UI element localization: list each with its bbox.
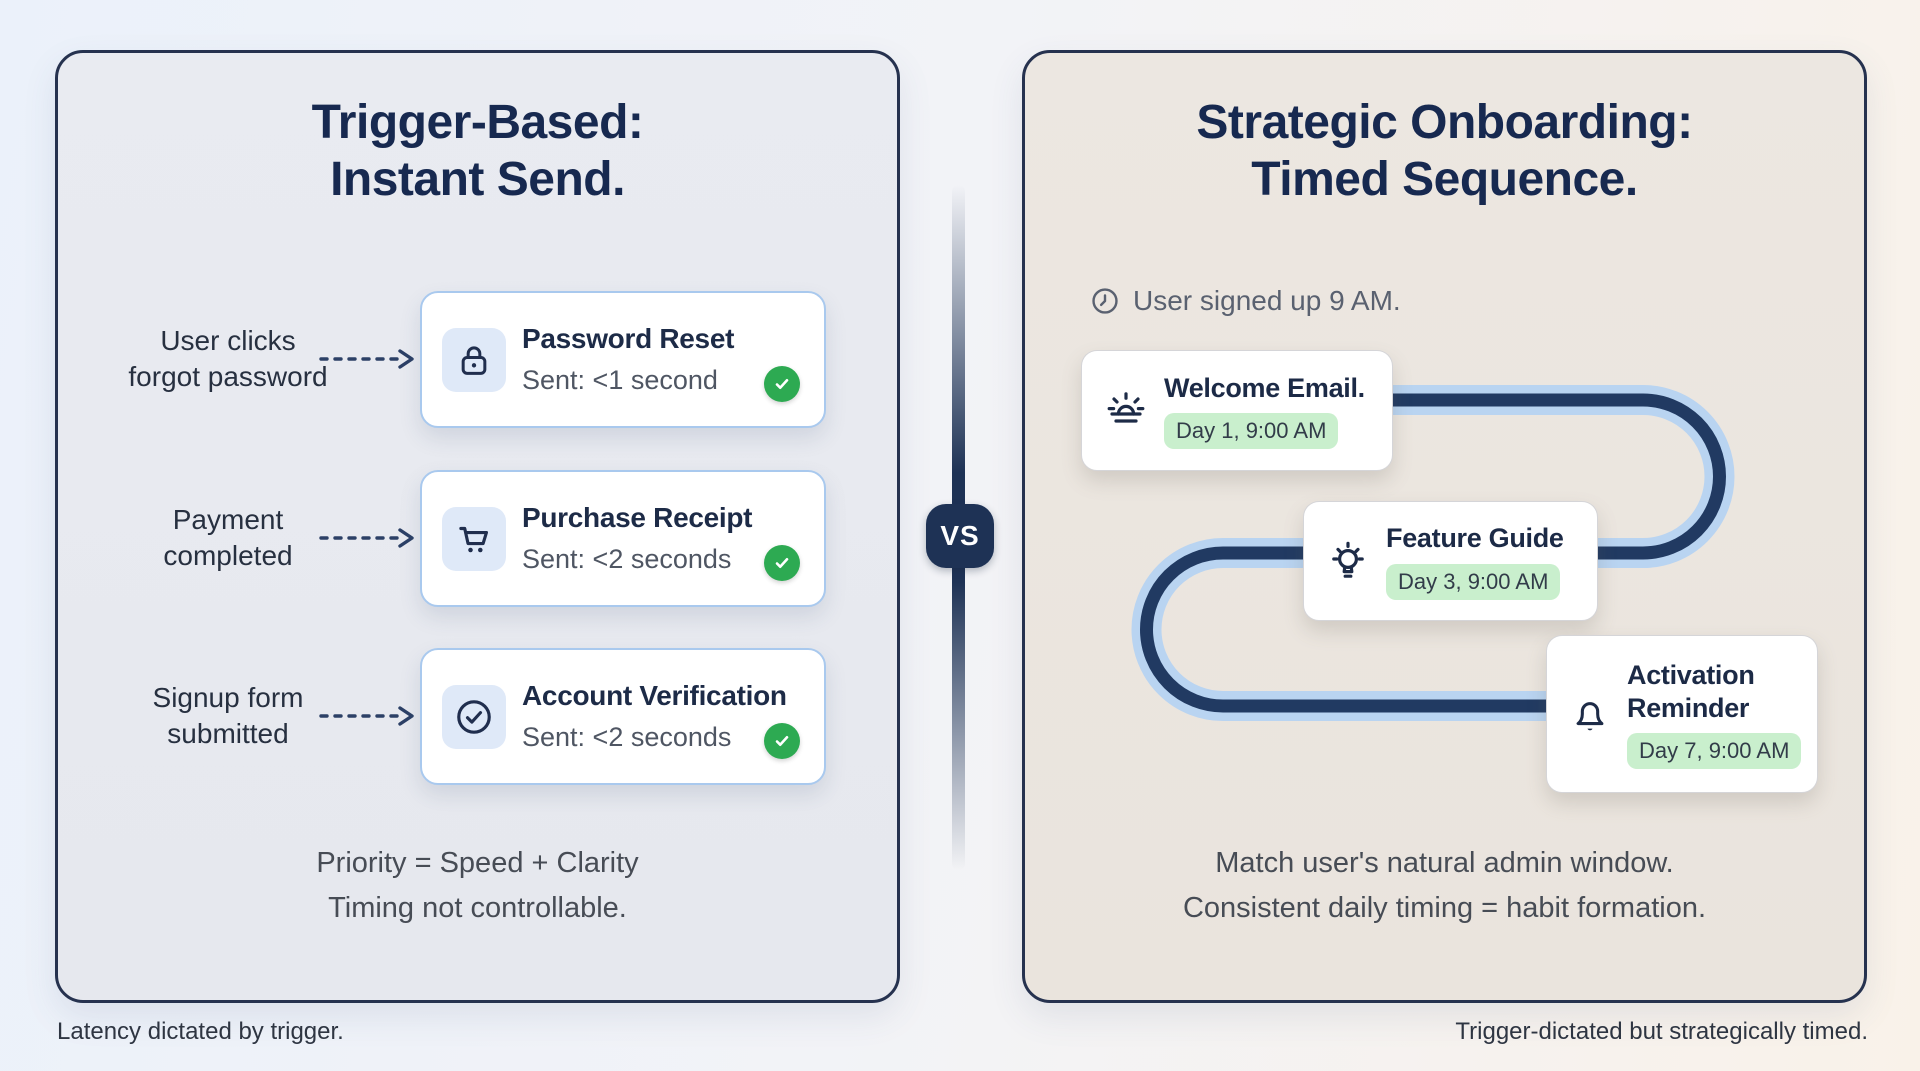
trigger-label-signup-submitted: Signup form submitted	[152, 682, 304, 750]
step-card-activation-reminder: Activation Reminder Day 7, 9:00 AM	[1546, 635, 1818, 793]
trigger-label-forgot-password: User clicks forgot password	[128, 325, 328, 393]
step-title: Activation Reminder	[1627, 660, 1755, 723]
step-card-welcome-email: Welcome Email. Day 1, 9:00 AM	[1081, 350, 1393, 471]
step-title: Feature Guide	[1386, 523, 1564, 554]
check-icon	[764, 366, 800, 402]
trigger-based-panel: Trigger-Based: Instant Send. User clicks…	[55, 50, 900, 1003]
left-panel-summary: Priority = Speed + Clarity Timing not co…	[316, 847, 639, 924]
step-card-feature-guide: Feature Guide Day 3, 9:00 AM	[1303, 501, 1598, 621]
cart-icon	[442, 506, 506, 571]
clock-icon	[1092, 288, 1118, 314]
lock-icon	[442, 327, 506, 392]
email-card-purchase-receipt: Purchase Receipt Sent: <2 seconds	[420, 470, 826, 607]
trigger-label-payment-completed: Payment completed	[163, 504, 293, 572]
dashed-arrow-icon	[319, 706, 414, 726]
check-circle-icon	[442, 684, 506, 749]
email-sent-time: Sent: <2 seconds	[522, 722, 732, 752]
bell-icon	[1567, 691, 1613, 737]
email-title: Account Verification	[522, 680, 787, 711]
email-card-password-reset: Password Reset Sent: <1 second	[420, 291, 826, 428]
check-icon	[764, 545, 800, 581]
signup-note-row: User signed up 9 AM.	[1089, 285, 1401, 317]
vs-badge: VS	[926, 504, 994, 568]
signup-note: User signed up 9 AM.	[1133, 285, 1401, 316]
lightbulb-icon	[1324, 537, 1372, 585]
strategic-onboarding-panel: Strategic Onboarding: Timed Sequence. Us…	[1022, 50, 1867, 1003]
right-panel-summary: Match user's natural admin window. Consi…	[1182, 847, 1707, 924]
check-icon	[764, 723, 800, 759]
email-card-account-verification: Account Verification Sent: <2 seconds	[420, 648, 826, 785]
footnote-left: Latency dictated by trigger.	[57, 1018, 344, 1045]
dashed-arrow-icon	[319, 349, 414, 369]
right-panel-title: Strategic Onboarding: Timed Sequence.	[1196, 96, 1693, 206]
left-panel-title: Trigger-Based: Instant Send.	[311, 96, 644, 206]
step-schedule-badge: Day 7, 9:00 AM	[1627, 732, 1802, 769]
email-sent-time: Sent: <1 second	[522, 365, 718, 395]
footnote-right: Trigger-dictated but strategically timed…	[1455, 1018, 1868, 1045]
email-title: Purchase Receipt	[522, 502, 753, 533]
dashed-arrow-icon	[319, 528, 414, 548]
email-title: Password Reset	[522, 323, 735, 354]
step-schedule-badge: Day 1, 9:00 AM	[1164, 413, 1339, 450]
sunrise-icon	[1102, 387, 1150, 435]
step-schedule-badge: Day 3, 9:00 AM	[1386, 563, 1561, 600]
step-title: Welcome Email.	[1164, 372, 1365, 403]
email-sent-time: Sent: <2 seconds	[522, 544, 732, 574]
